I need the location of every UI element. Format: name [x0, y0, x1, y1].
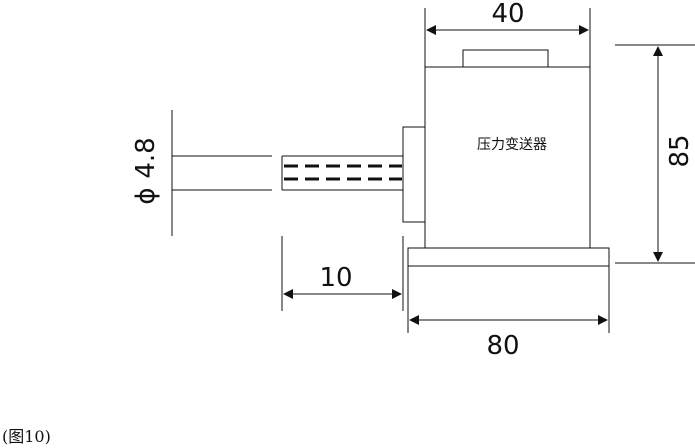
figure-caption: (图10) — [2, 427, 51, 446]
diameter-value: 4.8 — [131, 137, 161, 178]
main-body — [424, 66, 591, 251]
top-cap — [462, 49, 549, 69]
base-plate — [407, 247, 610, 267]
dim-80-text: 80 — [486, 331, 519, 361]
left-flange — [402, 126, 426, 223]
component-label: 压力变送器 — [477, 137, 547, 153]
diameter-symbol: ϕ — [131, 187, 161, 204]
dim-85-text: 85 — [665, 134, 695, 167]
dim-40-text: 40 — [491, 0, 524, 29]
dim-10-text: 10 — [319, 263, 352, 293]
